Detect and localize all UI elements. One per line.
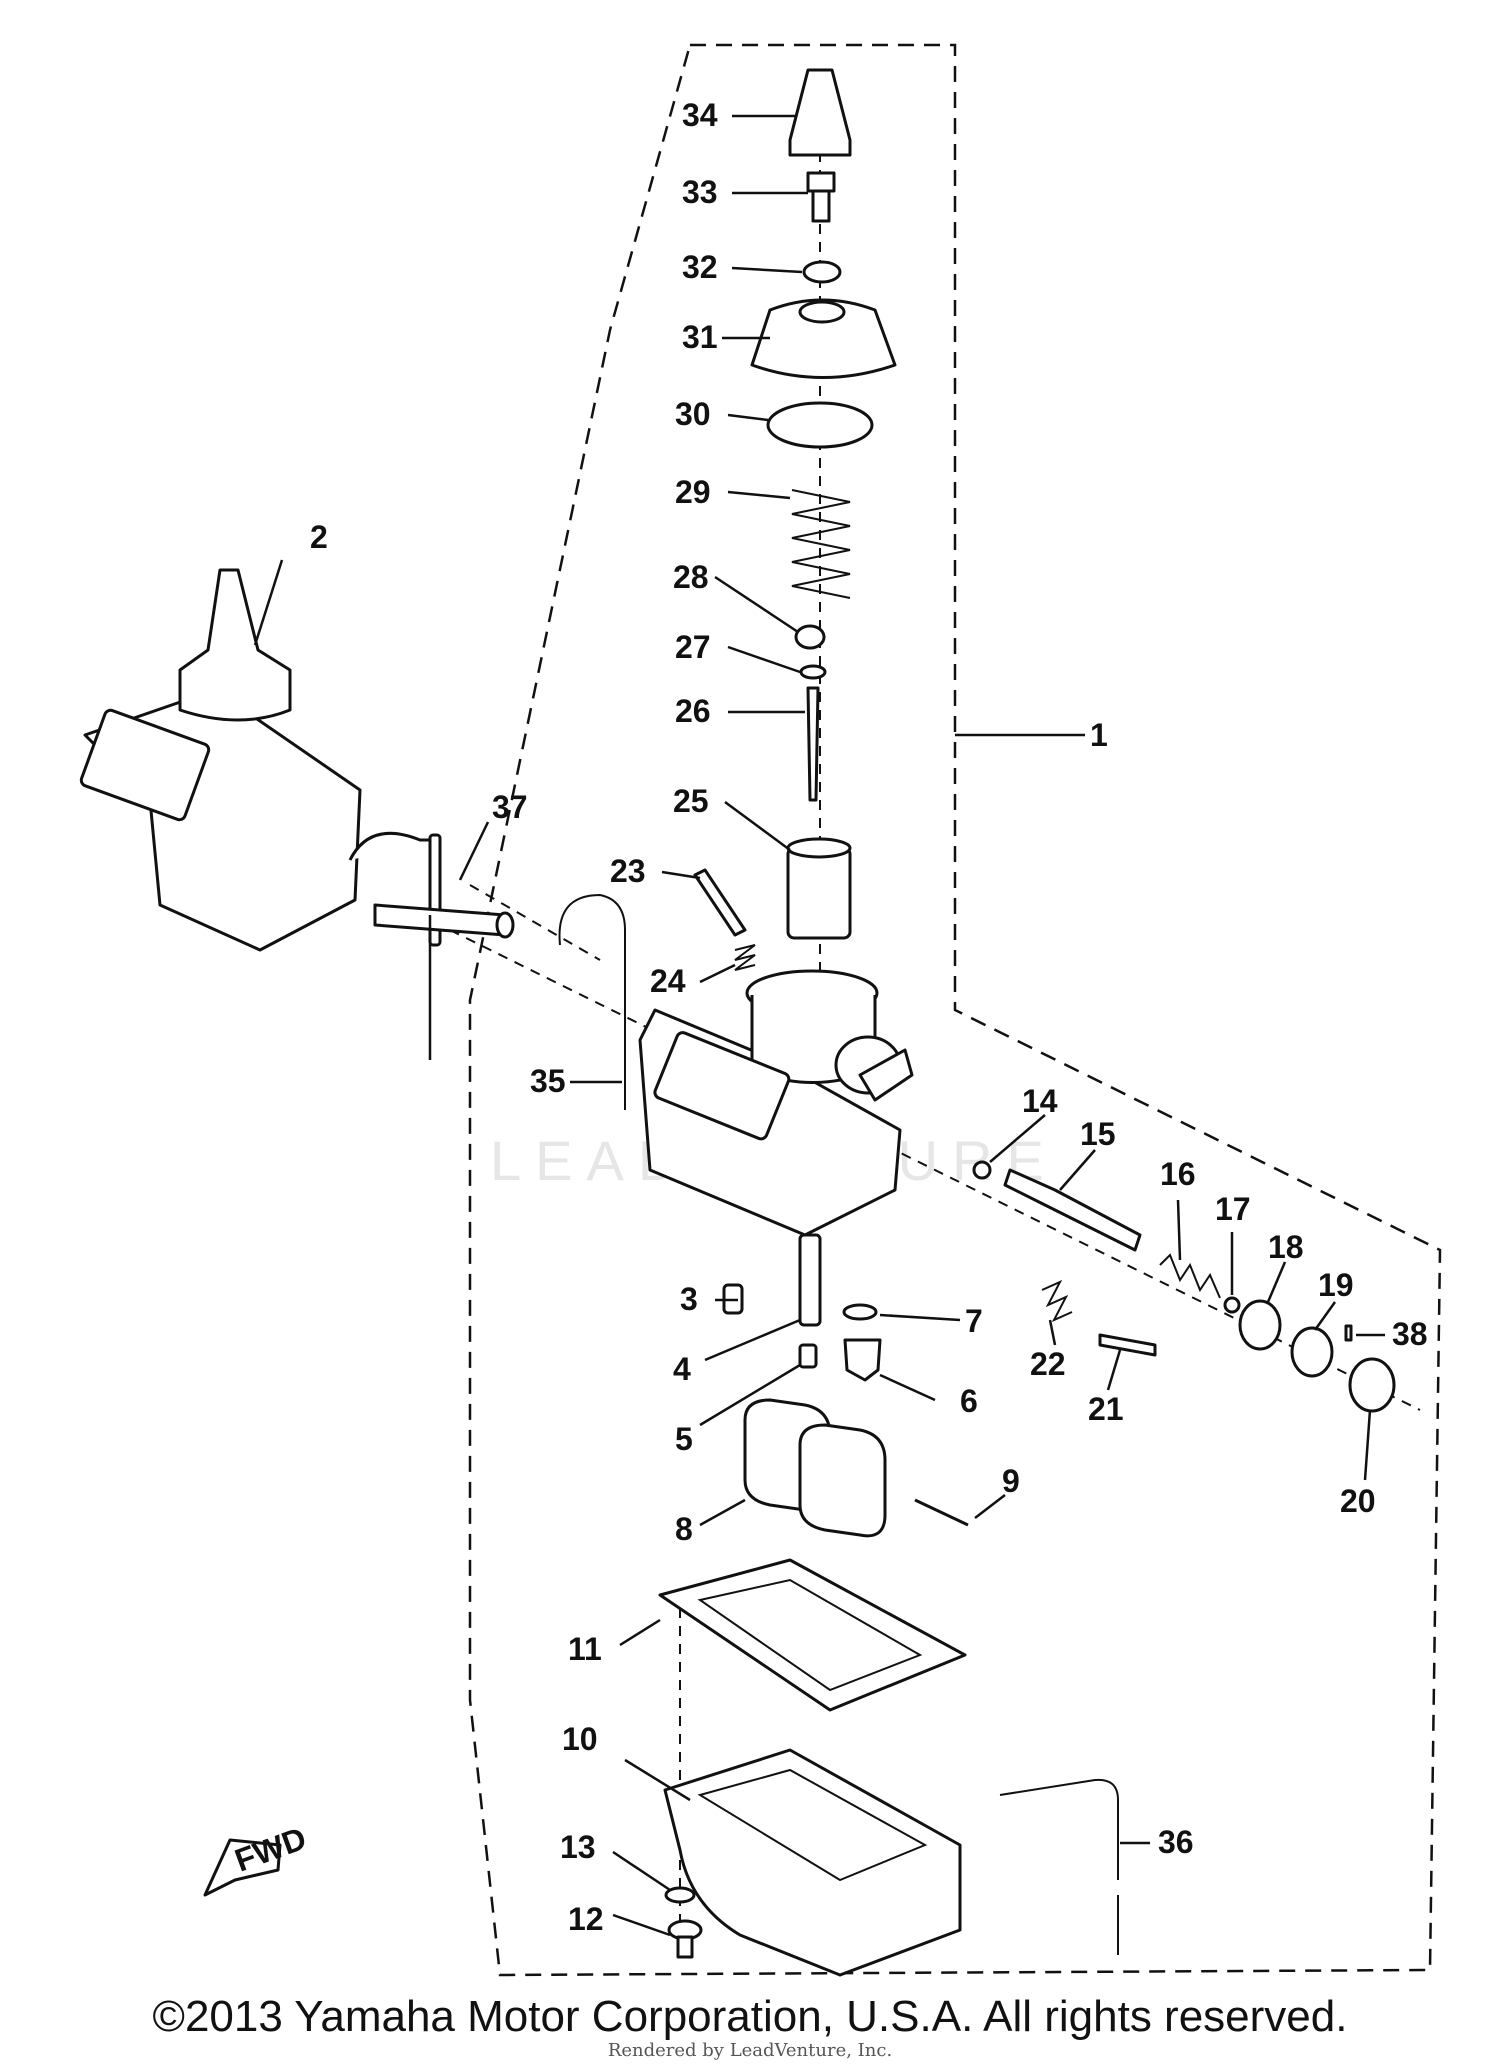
fwd-arrow: FWD [203,1820,311,1897]
callout-1: 1 [1090,717,1108,753]
callout-9: 9 [1002,1463,1020,1499]
callout-20: 20 [1340,1483,1376,1519]
callout-13: 13 [560,1829,596,1865]
assembly-boundary [468,43,1442,1977]
callout-31: 31 [682,319,718,355]
callout-19: 19 [1318,1267,1354,1303]
part-12-screw [667,1919,703,1959]
part-32-nut [802,260,842,284]
part-23-air-screw [693,868,747,937]
callout-22: 22 [1030,1346,1066,1382]
part-10-float-bowl [663,1748,962,1977]
callout-30: 30 [675,396,711,432]
callout-labels: 1 2 3 4 5 6 7 8 9 10 11 12 13 14 15 16 1… [310,97,1428,1937]
callout-5: 5 [675,1421,693,1457]
callout-6: 6 [960,1383,978,1419]
copyright-notice: ©2013 Yamaha Motor Corporation, U.S.A. A… [152,1992,1348,2041]
callout-34: 34 [682,97,718,133]
callout-12: 12 [568,1901,604,1937]
part-17-ring [1223,1296,1241,1314]
callout-32: 32 [682,249,718,285]
part-38-pin [1344,1324,1353,1342]
callout-2: 2 [310,519,328,555]
callout-35: 35 [530,1063,566,1099]
part-24-spring [734,944,756,971]
callout-11: 11 [568,1631,602,1667]
part-20-knob [1348,1357,1396,1413]
part-22-spring [1041,1279,1073,1323]
part-37-hose [373,903,515,939]
callout-28: 28 [673,559,709,595]
part-31-chamber-top [750,298,897,379]
part-33-adjuster [806,171,836,223]
callout-3: 3 [680,1281,698,1317]
part-13-washer [664,1886,696,1904]
carburetor-body [638,969,914,1237]
leader-lines [253,114,1385,1937]
callout-37: 37 [492,789,528,825]
part-19-washer [1290,1326,1334,1378]
part-7-washer [842,1303,878,1321]
callout-36: 36 [1158,1824,1194,1860]
left-assembly-axis [469,884,601,961]
part-14-oring [972,1160,992,1180]
callout-10: 10 [562,1721,598,1757]
callout-7: 7 [965,1303,983,1339]
callout-23: 23 [610,853,646,889]
part-27-clip [799,664,827,680]
part-34-cap [788,68,852,157]
part-36-hose [999,1778,1119,1955]
callout-16: 16 [1160,1156,1196,1192]
callout-14: 14 [1022,1083,1058,1119]
rendered-by-notice: Rendered by LeadVenture, Inc. [607,2040,893,2061]
callout-17: 17 [1215,1191,1251,1227]
part-28-plate [794,624,826,650]
part-6-needle-valve [843,1338,882,1382]
part-21-screw [1098,1333,1157,1357]
callout-25: 25 [673,783,709,819]
part-5-jet [798,1343,818,1369]
callout-27: 27 [675,629,711,665]
callout-8: 8 [675,1511,693,1547]
callout-18: 18 [1268,1229,1304,1265]
part-26-needle [806,686,820,802]
part-35-hose [558,893,626,1110]
part-2-carburetor-assembly [79,568,442,952]
callout-38: 38 [1392,1316,1428,1352]
part-15-plunger [1003,1168,1142,1252]
part-9-pin [914,1498,969,1527]
part-30-gasket [766,401,874,449]
callout-4: 4 [673,1351,691,1387]
callout-15: 15 [1080,1116,1116,1152]
callout-26: 26 [675,693,711,729]
callout-33: 33 [682,174,718,210]
part-16-spring [1159,1253,1221,1299]
part-18-nut [1238,1299,1282,1351]
callout-21: 21 [1088,1391,1124,1427]
part-25-throttle-valve [786,837,852,940]
callout-29: 29 [675,474,711,510]
part-8-float [743,1398,887,1538]
callout-24: 24 [650,963,686,999]
part-29-spring [791,489,851,599]
part-4-main-jet-holder [798,1233,822,1327]
part-11-gasket [658,1558,967,1712]
